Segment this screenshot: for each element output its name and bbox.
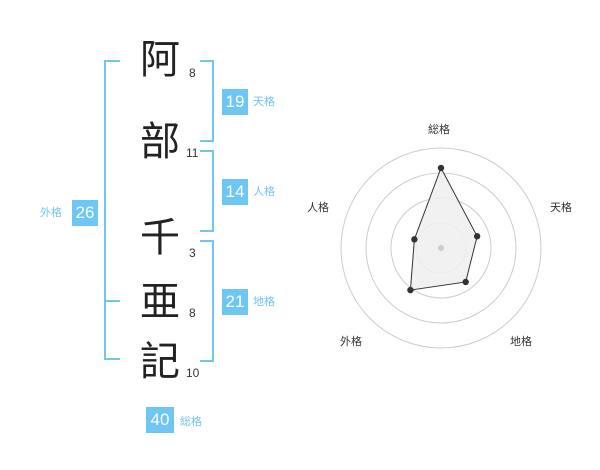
radar-axis-label-1: 天格 — [550, 201, 572, 214]
stroke-count-2: 11 — [186, 146, 199, 160]
radar-axis-label-3: 外格 — [340, 335, 362, 348]
radar-point-2 — [462, 278, 469, 286]
radar-axis-label-4: 人格 — [307, 201, 329, 214]
radar-polygon — [409, 166, 478, 291]
name-char-4: 亜 — [140, 279, 180, 325]
tenkaku-bracket — [200, 60, 214, 142]
soukaku-value: 40 — [146, 407, 174, 433]
jinkaku-label: 人格 — [253, 185, 275, 198]
radar-center-dot — [438, 245, 444, 251]
gaikaku-label: 外格 — [40, 206, 62, 219]
radar-point-0 — [437, 164, 445, 172]
name-char-1: 阿 — [140, 37, 180, 83]
chikaku-label: 地格 — [253, 295, 275, 308]
jinkaku-value: 14 — [222, 179, 248, 205]
stroke-count-3: 3 — [189, 246, 196, 260]
tenkaku-label: 天格 — [253, 95, 275, 108]
name-char-3: 千 — [140, 215, 180, 261]
radar-point-3 — [407, 286, 414, 294]
name-char-5: 記 — [140, 339, 180, 385]
radar-ring-4 — [340, 147, 542, 349]
gaikaku-value: 26 — [72, 200, 98, 226]
radar-axis-label-2: 地格 — [510, 335, 532, 348]
soukaku-label: 総格 — [180, 415, 202, 428]
stroke-count-5: 10 — [186, 366, 200, 380]
radar-point-1 — [473, 233, 481, 240]
gaikaku-bracket-bottom — [104, 298, 120, 360]
stroke-count-4: 8 — [189, 306, 196, 320]
jinkaku-bracket — [200, 150, 214, 232]
radar-axis-label-0: 総格 — [428, 123, 450, 136]
chikaku-bracket — [200, 240, 214, 362]
radar-point-4 — [411, 236, 418, 243]
chikaku-value: 21 — [222, 289, 248, 315]
name-char-2: 部 — [140, 119, 180, 165]
gaikaku-bracket-top — [104, 60, 120, 302]
stroke-count-1: 8 — [189, 66, 196, 80]
tenkaku-value: 19 — [222, 89, 248, 115]
